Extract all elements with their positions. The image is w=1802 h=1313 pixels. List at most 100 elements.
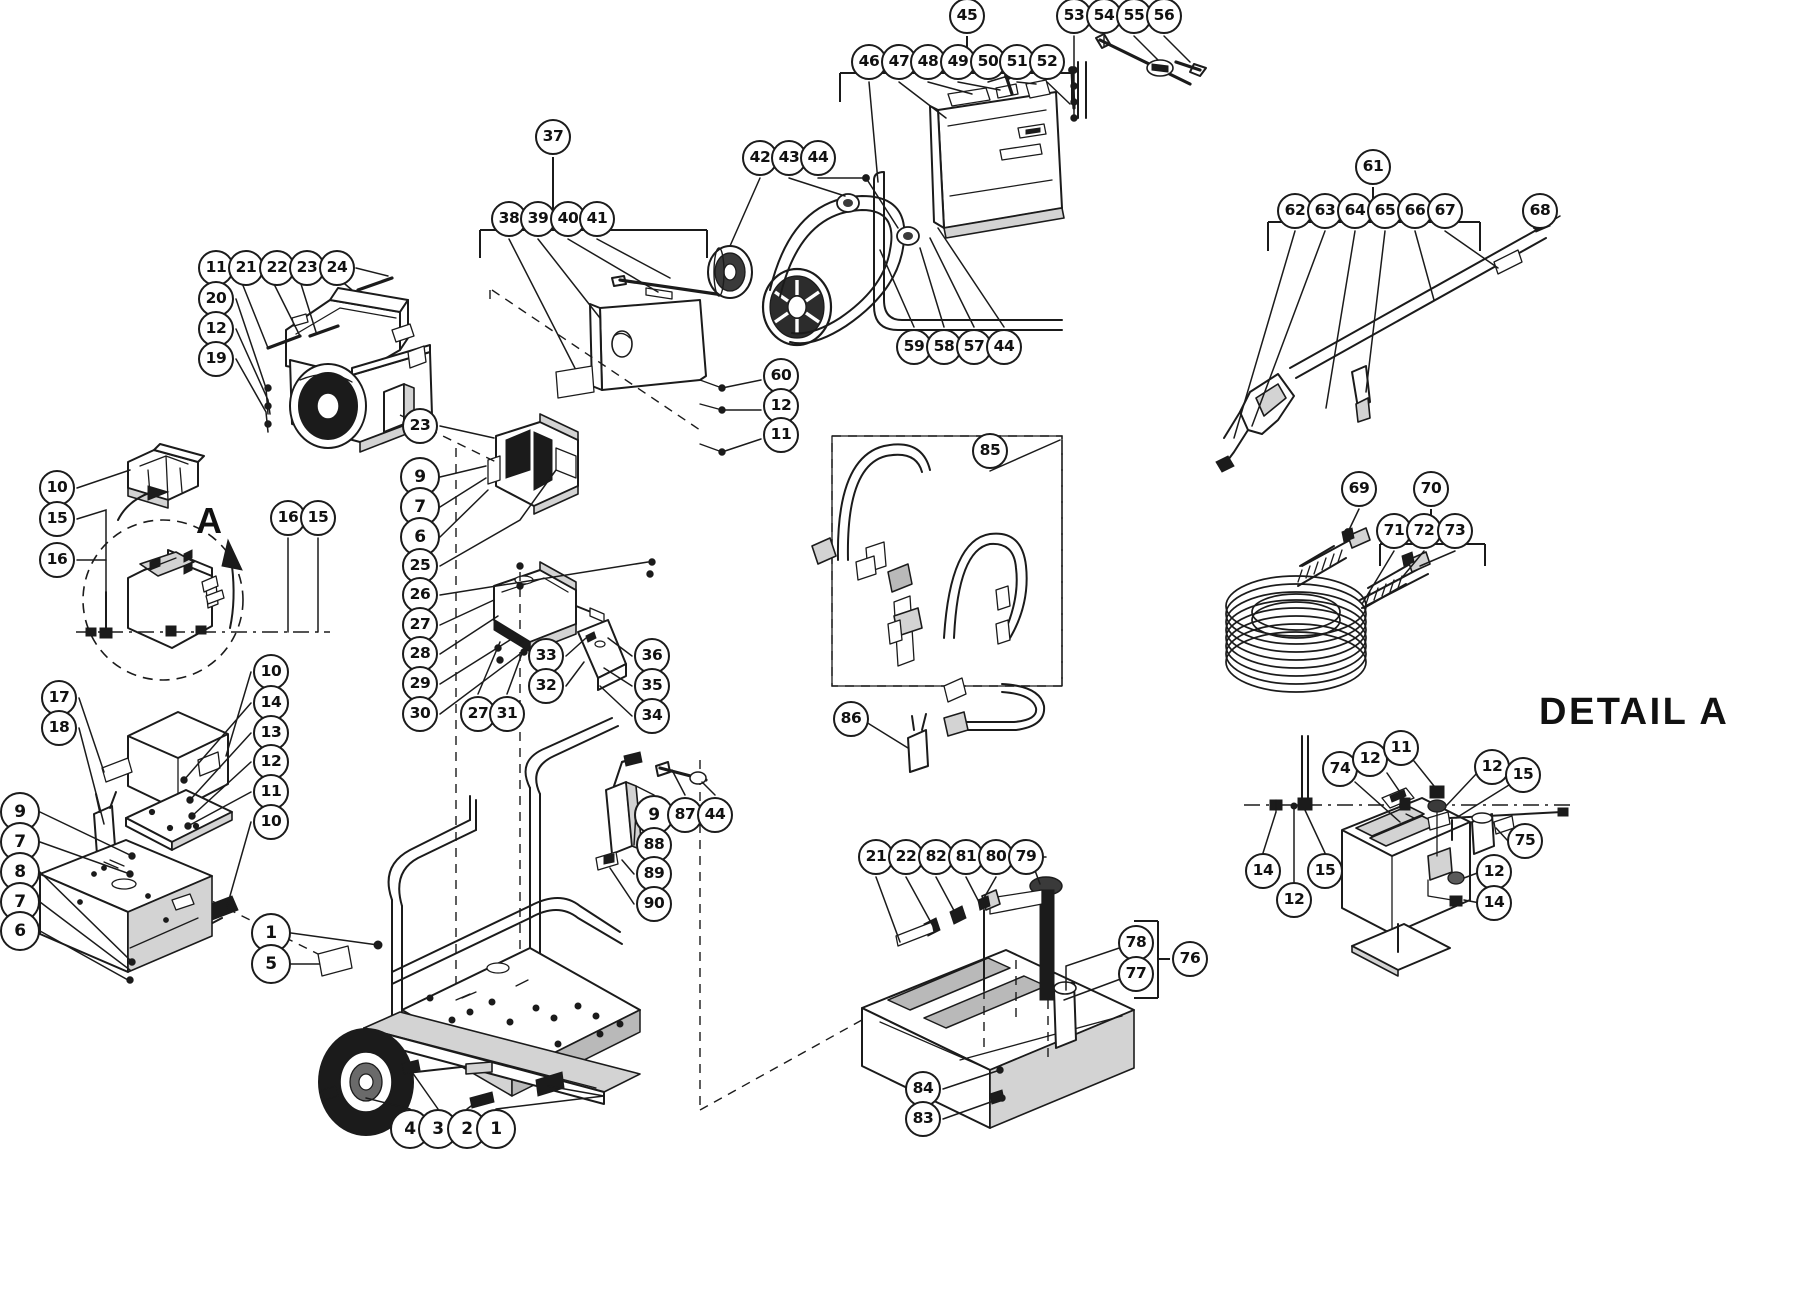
callout-balloon-69[interactable]: 69 — [1341, 471, 1377, 507]
construction-line-base — [169, 879, 331, 961]
nozzle-part-86 — [865, 713, 929, 773]
callout-balloon-73[interactable]: 73 — [1437, 513, 1473, 549]
leader-dots-center — [494, 558, 656, 664]
callout-balloon-38[interactable]: 38 — [491, 201, 527, 237]
callout-balloon-90[interactable]: 90 — [636, 886, 672, 922]
leaders-37group — [508, 238, 671, 379]
pump-assembly — [487, 413, 579, 515]
callout-balloon-18[interactable]: 18 — [41, 710, 77, 746]
construction-line-tank — [699, 1009, 881, 1111]
callout-balloon-11[interactable]: 11 — [1383, 730, 1419, 766]
leaders-battery-left — [76, 469, 319, 633]
callout-balloon-75[interactable]: 75 — [1507, 823, 1543, 859]
callout-balloon-76[interactable]: 76 — [1172, 941, 1208, 977]
spring-guard-right — [1363, 563, 1411, 609]
leaders-tray — [78, 671, 252, 911]
plumbing-assembly-85 — [811, 435, 1063, 737]
callout-balloon-67[interactable]: 67 — [1427, 193, 1463, 229]
callout-balloon-31[interactable]: 31 — [489, 696, 525, 732]
callout-balloon-79[interactable]: 79 — [1008, 839, 1044, 875]
callout-balloon-86[interactable]: 86 — [833, 701, 869, 737]
callout-balloon-12[interactable]: 12 — [1474, 749, 1510, 785]
tank-construction — [983, 960, 1049, 1060]
callout-balloon-16[interactable]: 16 — [39, 542, 75, 578]
callout-balloon-15[interactable]: 15 — [39, 501, 75, 537]
leaders-cart — [290, 932, 605, 1110]
cart-part-5 — [317, 945, 353, 977]
callout-balloon-23[interactable]: 23 — [402, 408, 438, 444]
callout-balloon-85[interactable]: 85 — [972, 433, 1008, 469]
callout-balloon-15[interactable]: 15 — [1307, 853, 1343, 889]
battery-detail-circle — [76, 443, 330, 681]
engine-assembly — [266, 276, 433, 453]
callout-balloon-14[interactable]: 14 — [1476, 885, 1512, 921]
construction-line-diag — [491, 289, 701, 431]
leaders-center-col — [439, 425, 649, 717]
lance-wand-assembly — [1215, 215, 1557, 473]
control-panel-assembly — [873, 68, 1076, 331]
leaders-detail-a — [1262, 760, 1510, 904]
callout-balloon-52[interactable]: 52 — [1029, 44, 1065, 80]
callout-balloon-11[interactable]: 11 — [763, 417, 799, 453]
callout-balloon-32[interactable]: 32 — [528, 668, 564, 704]
plate-38 — [555, 365, 595, 399]
callout-balloon-1[interactable]: 1 — [476, 1109, 516, 1149]
spring-guard-left — [1297, 539, 1351, 587]
callout-balloon-14[interactable]: 14 — [1245, 853, 1281, 889]
callout-balloon-1[interactable]: 1 — [251, 913, 291, 953]
callout-balloon-78[interactable]: 78 — [1118, 925, 1154, 961]
callout-balloon-10[interactable]: 10 — [39, 470, 75, 506]
pulley-belt-assembly — [707, 193, 920, 347]
callout-balloon-41[interactable]: 41 — [579, 201, 615, 237]
callout-balloon-34[interactable]: 34 — [634, 698, 670, 734]
callout-balloon-77[interactable]: 77 — [1118, 956, 1154, 992]
hose-coil-assembly — [1225, 527, 1431, 693]
callout-balloon-82[interactable]: 82 — [918, 839, 954, 875]
callout-balloon-84[interactable]: 84 — [905, 1071, 941, 1107]
mount-bracket-plate — [577, 619, 627, 691]
callout-balloon-35[interactable]: 35 — [634, 668, 670, 704]
callout-balloon-55[interactable]: 55 — [1116, 0, 1152, 34]
cart-frame-assembly — [318, 717, 641, 1136]
callout-balloon-56[interactable]: 56 — [1146, 0, 1182, 34]
detail-a-battery-assembly — [1244, 735, 1572, 977]
callout-balloon-64[interactable]: 64 — [1337, 193, 1373, 229]
section-letter-a: A — [196, 500, 222, 541]
callout-balloon-42[interactable]: 42 — [742, 140, 778, 176]
callout-balloon-12[interactable]: 12 — [1352, 741, 1388, 777]
callout-balloon-15[interactable]: 15 — [1505, 757, 1541, 793]
callout-balloon-27[interactable]: 27 — [402, 607, 438, 643]
belt-guard-plate — [589, 275, 732, 391]
leader-dots-engine — [264, 384, 272, 428]
rod-clip-assembly — [1077, 33, 1207, 119]
callout-balloon-70[interactable]: 70 — [1413, 471, 1449, 507]
callout-balloon-68[interactable]: 68 — [1522, 193, 1558, 229]
detail-a-title: DETAIL A — [1539, 691, 1730, 733]
callout-balloon-21[interactable]: 21 — [228, 250, 264, 286]
callout-balloon-83[interactable]: 83 — [905, 1101, 941, 1137]
callout-balloon-12[interactable]: 12 — [1476, 854, 1512, 890]
leaders-tank — [875, 856, 1135, 1120]
callout-balloon-44[interactable]: 44 — [697, 797, 733, 833]
leaders-hose-coil — [1347, 508, 1456, 605]
callout-balloon-61[interactable]: 61 — [1355, 149, 1391, 185]
callout-balloon-15[interactable]: 15 — [300, 500, 336, 536]
callout-balloon-45[interactable]: 45 — [949, 0, 985, 34]
callout-balloon-54[interactable]: 54 — [1086, 0, 1122, 34]
callout-balloon-44[interactable]: 44 — [986, 329, 1022, 365]
callout-balloon-30[interactable]: 30 — [402, 696, 438, 732]
callout-balloon-19[interactable]: 19 — [198, 341, 234, 377]
leaders-handle-bracket — [609, 769, 716, 905]
callout-balloon-71[interactable]: 71 — [1376, 513, 1412, 549]
callout-balloon-37[interactable]: 37 — [535, 119, 571, 155]
callout-balloon-6[interactable]: 6 — [0, 911, 40, 951]
callout-balloon-24[interactable]: 24 — [319, 250, 355, 286]
callout-balloon-44[interactable]: 44 — [800, 140, 836, 176]
callout-balloon-10[interactable]: 10 — [253, 804, 289, 840]
bracket-group-76 — [1134, 920, 1170, 999]
callout-balloon-12[interactable]: 12 — [1276, 882, 1312, 918]
callout-balloon-5[interactable]: 5 — [251, 944, 291, 984]
leaders-baseplate — [39, 811, 133, 981]
